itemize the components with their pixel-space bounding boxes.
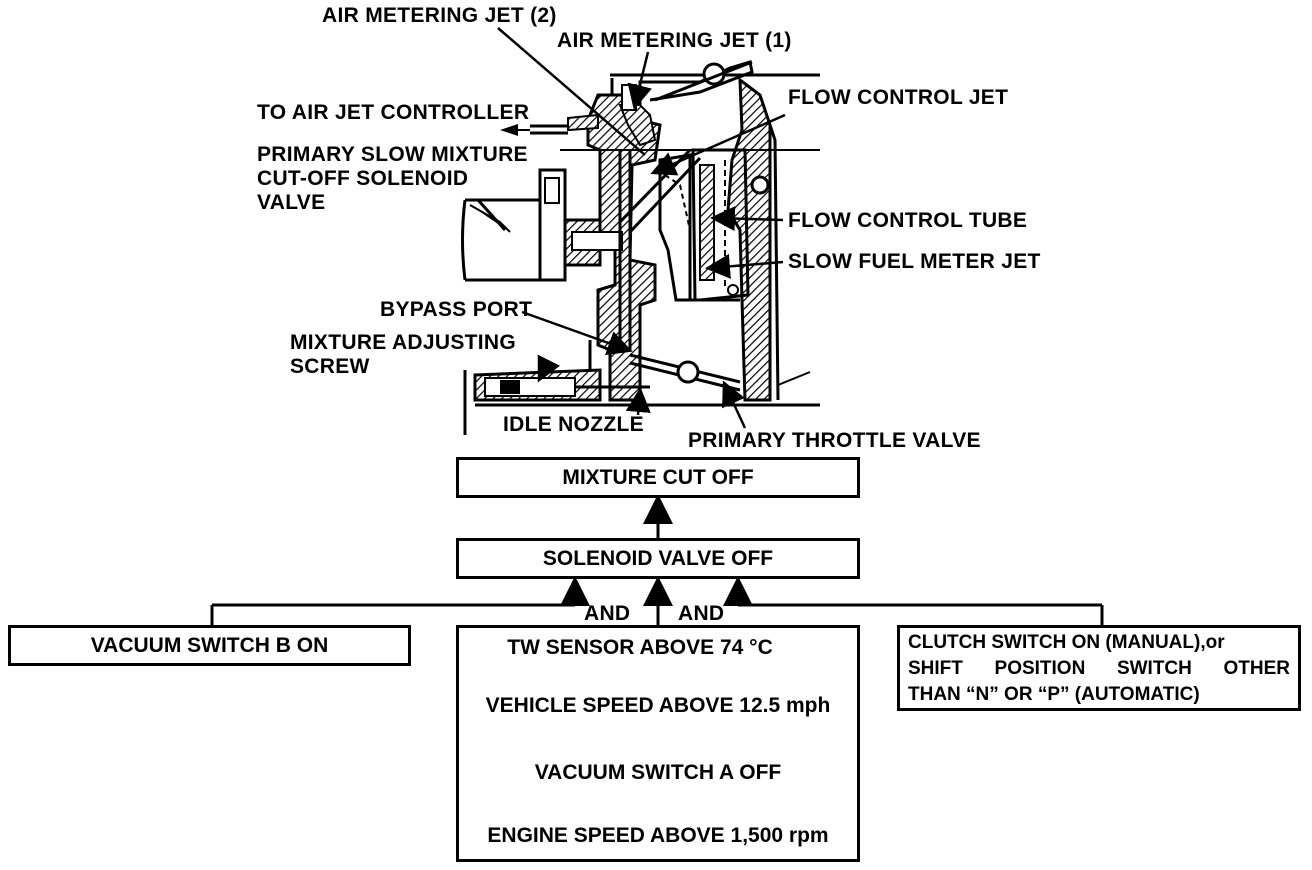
box-solenoid-valve-off: SOLENOID VALVE OFF bbox=[456, 538, 860, 579]
box-clutch-switch: CLUTCH SWITCH ON (MANUAL),or SHIFT POSIT… bbox=[897, 625, 1301, 711]
clutch-word-position: POSITION bbox=[994, 658, 1086, 679]
label-flow-control-tube: FLOW CONTROL TUBE bbox=[788, 209, 1028, 232]
condition-vehicle-speed: VEHICLE SPEED ABOVE 12.5 mph bbox=[485, 694, 831, 717]
and-left: AND bbox=[584, 602, 631, 625]
mixture-cut-off-text: MIXTURE CUT OFF bbox=[562, 466, 754, 489]
and-right: AND bbox=[678, 602, 725, 625]
box-center-conditions: TW SENSOR ABOVE 74 °C VEHICLE SPEED ABOV… bbox=[456, 625, 860, 862]
label-primary-slow-mixture-1: PRIMARY SLOW MIXTURE bbox=[257, 143, 528, 166]
label-primary-throttle-valve: PRIMARY THROTTLE VALVE bbox=[688, 429, 981, 452]
label-idle-nozzle: IDLE NOZZLE bbox=[503, 413, 644, 436]
clutch-word-switch: SWITCH bbox=[1116, 658, 1192, 679]
solenoid-valve-off-text: SOLENOID VALVE OFF bbox=[542, 547, 774, 570]
box-mixture-cut-off: MIXTURE CUT OFF bbox=[456, 457, 860, 498]
label-mixture-adjusting-1: MIXTURE ADJUSTING bbox=[290, 331, 516, 354]
clutch-line-3: THAN “N” OR “P” (AUTOMATIC) bbox=[908, 684, 1200, 705]
clutch-line-1: CLUTCH SWITCH ON (MANUAL),or bbox=[908, 632, 1225, 653]
condition-vacuum-switch-a: VACUUM SWITCH A OFF bbox=[534, 761, 782, 784]
clutch-word-other: OTHER bbox=[1223, 658, 1291, 679]
condition-tw-sensor: TW SENSOR ABOVE 74 °C bbox=[507, 636, 773, 659]
vacuum-switch-b-text: VACUUM SWITCH B ON bbox=[90, 634, 329, 657]
clutch-line-2: SHIFT POSITION SWITCH OTHER bbox=[908, 656, 1290, 682]
clutch-word-shift: SHIFT bbox=[908, 658, 963, 679]
label-primary-slow-mixture-3: VALVE bbox=[257, 191, 326, 214]
label-air-metering-jet-2: AIR METERING JET (2) bbox=[322, 4, 557, 27]
label-bypass-port: BYPASS PORT bbox=[380, 298, 533, 321]
box-vacuum-switch-b: VACUUM SWITCH B ON bbox=[8, 625, 411, 666]
label-flow-control-jet: FLOW CONTROL JET bbox=[788, 86, 1009, 109]
label-mixture-adjusting-2: SCREW bbox=[290, 355, 370, 378]
label-slow-fuel-meter-jet: SLOW FUEL METER JET bbox=[788, 250, 1041, 273]
label-primary-slow-mixture-2: CUT-OFF SOLENOID bbox=[257, 167, 469, 190]
label-to-air-jet-controller: TO AIR JET CONTROLLER bbox=[257, 101, 530, 124]
label-air-metering-jet-1: AIR METERING JET (1) bbox=[557, 29, 792, 52]
condition-engine-speed: ENGINE SPEED ABOVE 1,500 rpm bbox=[487, 824, 829, 847]
